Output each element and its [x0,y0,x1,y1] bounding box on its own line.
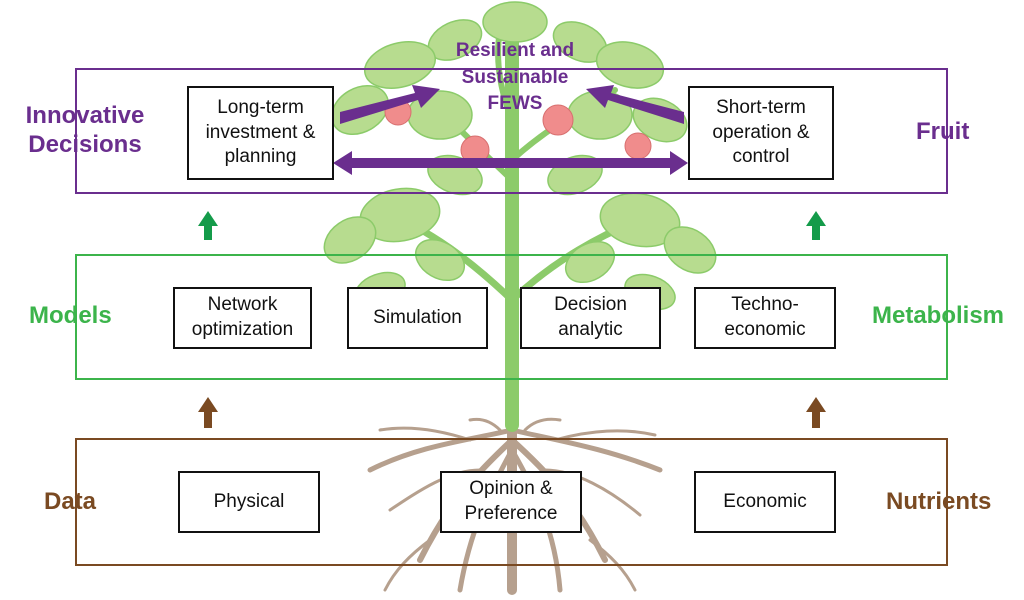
data-right-label: Nutrients [886,488,992,515]
decisions-right-label: Fruit [916,118,970,145]
models-left-label: Models [29,302,112,329]
models-frame [75,254,948,380]
opinion-preference-box: Opinion & Preference [440,471,582,533]
up-arrow-models-to-decisions-left [198,211,218,240]
leaves [323,1,717,311]
goal-label: Resilient and Sustainable FEWS [455,40,575,115]
short-term-operation-box: Short-term operation & control [688,86,834,180]
decisions-frame [75,68,948,194]
simulation-box: Simulation [347,287,488,349]
techno-economic-box: Techno- economic [694,287,836,349]
up-arrow-data-to-models-right [806,397,826,428]
up-arrow-data-to-models-left [198,397,218,428]
data-left-label: Data [44,488,97,515]
decisions-left-label: Innovative Decisions [25,102,145,158]
data-frame [75,438,948,566]
fruits [384,98,652,165]
up-arrow-models-to-decisions-right [806,211,826,240]
network-optimization-box: Network optimization [173,287,312,349]
economic-box: Economic [694,471,836,533]
models-right-label: Metabolism [872,302,1005,329]
decision-arrows [333,85,688,175]
physical-box: Physical [178,471,320,533]
long-term-investment-box: Long-term investment & planning [187,86,334,180]
decision-analytic-box: Decision analytic [520,287,661,349]
